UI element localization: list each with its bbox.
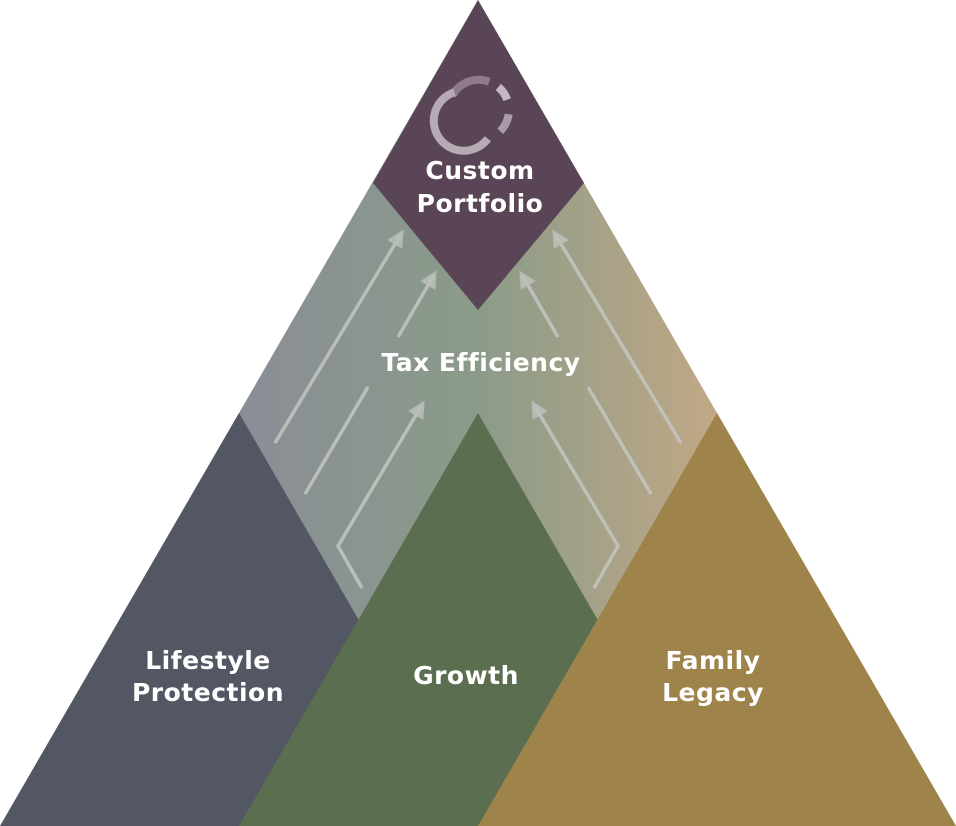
lifestyle-label-line1: Lifestyle bbox=[145, 646, 270, 675]
arrow-icon bbox=[396, 270, 437, 338]
arrows-left bbox=[273, 229, 437, 589]
custom-portfolio-diamond bbox=[373, 0, 584, 310]
family-legacy-triangle bbox=[478, 413, 956, 826]
arrow-icon bbox=[531, 400, 621, 589]
ring-segments-icon bbox=[429, 75, 513, 155]
lifestyle-label-line2: Protection bbox=[132, 678, 284, 707]
arrow-segment bbox=[303, 386, 370, 495]
tax-efficiency-label: Tax Efficiency bbox=[381, 348, 580, 377]
arrow-icon bbox=[519, 270, 560, 338]
arrows-right bbox=[519, 229, 683, 589]
family-legacy-label-line2: Legacy bbox=[662, 678, 764, 707]
custom-portfolio-label-line2: Portfolio bbox=[417, 189, 544, 218]
arrow-icon bbox=[335, 400, 425, 589]
arrow-segment bbox=[586, 386, 653, 495]
custom-portfolio-label-line1: Custom bbox=[425, 156, 534, 185]
arrow-icon bbox=[552, 229, 683, 444]
arrow-icon bbox=[273, 229, 404, 444]
family-legacy-label-line1: Family bbox=[666, 646, 761, 675]
growth-label: Growth bbox=[413, 661, 519, 690]
